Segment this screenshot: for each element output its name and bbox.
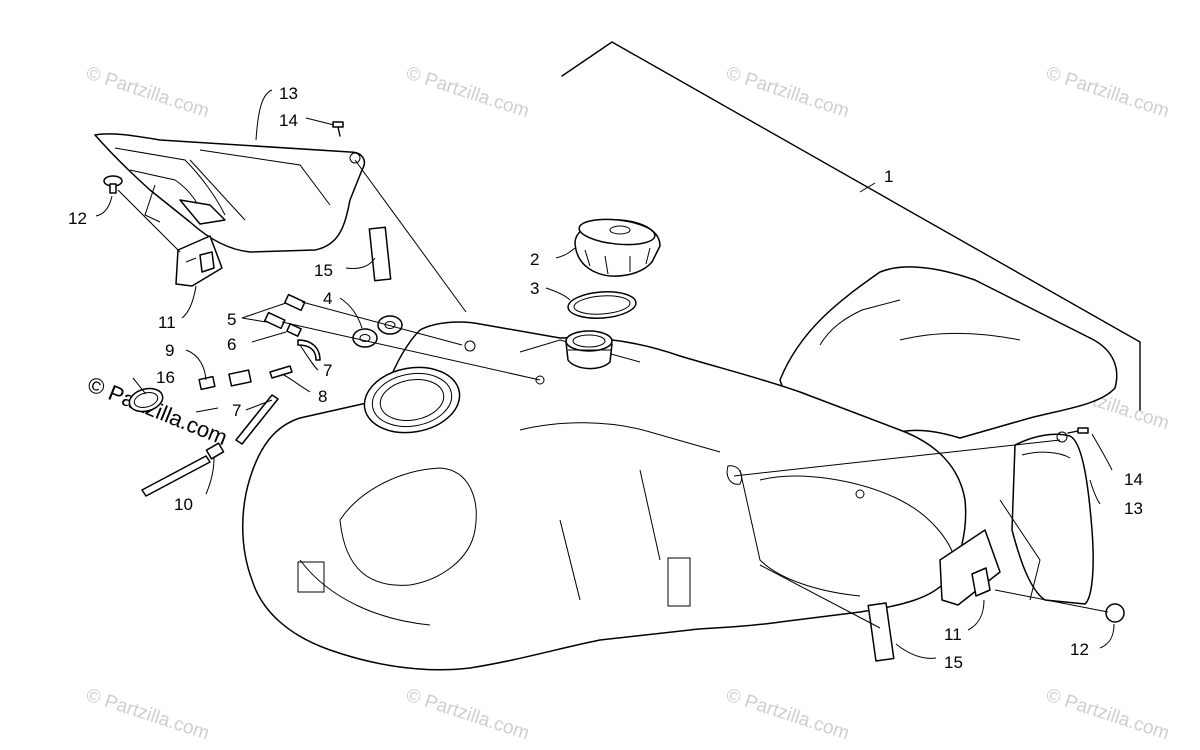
callout-11b: 11 (944, 625, 962, 644)
callout-7b: 7 (232, 401, 241, 420)
watermark: © Partzilla.com (83, 63, 211, 123)
screw-right (1067, 427, 1089, 434)
fuel-pump-flange (363, 366, 461, 434)
callout-16: 16 (156, 368, 175, 387)
callout-1: 1 (884, 167, 893, 186)
assembly-bracket (561, 41, 1141, 411)
grommets (352, 315, 403, 348)
side-panel-right (999, 431, 1094, 605)
bracket-left (175, 235, 223, 287)
filler-gasket (567, 291, 637, 319)
callout-14b: 14 (1124, 470, 1143, 489)
callout-15b: 15 (944, 653, 963, 672)
filler-neck (565, 330, 613, 370)
callout-11a: 11 (158, 313, 176, 332)
callout-13a: 13 (279, 84, 298, 103)
watermark: © Partzilla.com (403, 685, 531, 745)
watermark: © Partzilla.com (83, 685, 211, 745)
callout-8: 8 (318, 387, 327, 406)
washer-right (1105, 603, 1125, 623)
fuel-cap (574, 218, 661, 277)
callout-12b: 12 (1070, 640, 1089, 659)
callout-9: 9 (165, 341, 174, 360)
watermark: © Partzilla.com (1043, 685, 1171, 745)
watermark: © Partzilla.com (723, 63, 851, 123)
callout-7a: 7 (323, 361, 332, 380)
bracket-right (939, 529, 1001, 606)
fittings (263, 293, 306, 337)
callout-13b: 13 (1124, 499, 1143, 518)
fuel-hoses (235, 339, 321, 445)
leader-line (859, 182, 876, 193)
callout-3: 3 (530, 279, 539, 298)
leader-lines (95, 89, 1115, 659)
watermark: © Partzilla.com (723, 685, 851, 745)
callout-2: 2 (530, 250, 539, 269)
watermark: © Partzilla.com (403, 63, 531, 123)
callout-15a: 15 (314, 261, 333, 280)
callout-6: 6 (227, 335, 236, 354)
screw-left (332, 121, 344, 137)
callout-10: 10 (174, 495, 193, 514)
hose-clamp (128, 387, 164, 413)
callout-labels: 1 2 3 4 5 6 7 7 8 9 10 11 11 12 12 13 13… (68, 84, 1143, 672)
vent-fittings (141, 369, 252, 497)
push-rivet-left (103, 175, 123, 194)
callout-14a: 14 (279, 111, 298, 130)
foam-pad-left (368, 226, 392, 282)
fuel-tank (241, 266, 1118, 671)
watermark: © Partzilla.com (1043, 63, 1171, 123)
side-panel-left (94, 133, 366, 253)
callout-12a: 12 (68, 209, 87, 228)
callout-5: 5 (227, 310, 236, 329)
callout-4: 4 (323, 289, 332, 308)
foam-pad-right (867, 602, 895, 662)
